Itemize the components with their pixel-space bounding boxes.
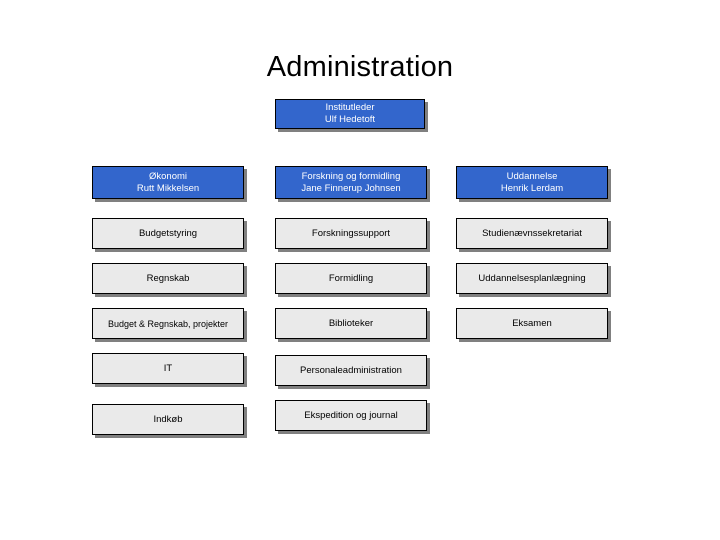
org-node-label: Formidling	[328, 272, 374, 284]
org-node-person: Jane Finnerup Johnsen	[301, 182, 401, 194]
org-node-label: Eksamen	[512, 317, 552, 329]
org-node-unit: Uddannelse	[506, 170, 558, 182]
org-node-unit-budget-regnskab-projekter[interactable]: Budget & Regnskab, projekter	[92, 308, 244, 339]
org-node-unit-studienaevnssekretariat[interactable]: Studienævnssekretariat	[456, 218, 608, 249]
org-node-unit-eksamen[interactable]: Eksamen	[456, 308, 608, 339]
org-node-label: Forskningssupport	[311, 227, 391, 239]
org-node-head-forskning-og-formidling[interactable]: Forskning og formidling Jane Finnerup Jo…	[275, 166, 427, 199]
org-node-person: Rutt Mikkelsen	[136, 182, 200, 194]
org-node-unit-budgetstyring[interactable]: Budgetstyring	[92, 218, 244, 249]
org-node-unit-it[interactable]: IT	[92, 353, 244, 384]
org-node-label: Budget & Regnskab, projekter	[107, 318, 229, 329]
org-node-label: Studienævnssekretariat	[482, 227, 582, 239]
org-node-head-uddannelse[interactable]: Uddannelse Henrik Lerdam	[456, 166, 608, 199]
org-node-head-okonomi[interactable]: Økonomi Rutt Mikkelsen	[92, 166, 244, 199]
org-node-unit-biblioteker[interactable]: Biblioteker	[275, 308, 427, 339]
org-node-person: Henrik Lerdam	[500, 182, 564, 194]
org-node-unit: Økonomi	[148, 170, 187, 182]
org-node-unit: Institutleder	[325, 102, 375, 113]
page-title: Administration	[266, 51, 454, 83]
org-node-person: Ulf Hedetoft	[324, 114, 376, 125]
org-node-label: Ekspedition og journal	[304, 409, 398, 421]
org-node-unit: Forskning og formidling	[301, 170, 401, 182]
org-node-unit-indkob[interactable]: Indkøb	[92, 404, 244, 435]
org-node-label: Personaleadministration	[300, 364, 402, 376]
org-node-label: Budgetstyring	[138, 227, 198, 239]
org-node-unit-uddannelsesplanlaegning[interactable]: Uddannelsesplanlægning	[456, 263, 608, 294]
org-node-label: Biblioteker	[328, 317, 374, 329]
org-node-label: Indkøb	[153, 413, 183, 425]
org-node-unit-personaleadministration[interactable]: Personaleadministration	[275, 355, 427, 386]
org-node-unit-ekspedition-og-journal[interactable]: Ekspedition og journal	[275, 400, 427, 431]
org-node-unit-regnskab[interactable]: Regnskab	[92, 263, 244, 294]
org-node-label: IT	[163, 362, 173, 374]
org-node-label: Regnskab	[146, 272, 190, 284]
org-node-root[interactable]: Institutleder Ulf Hedetoft	[275, 99, 425, 129]
org-node-label: Uddannelsesplanlægning	[478, 272, 586, 284]
org-node-unit-forskningssupport[interactable]: Forskningssupport	[275, 218, 427, 249]
org-node-unit-formidling[interactable]: Formidling	[275, 263, 427, 294]
